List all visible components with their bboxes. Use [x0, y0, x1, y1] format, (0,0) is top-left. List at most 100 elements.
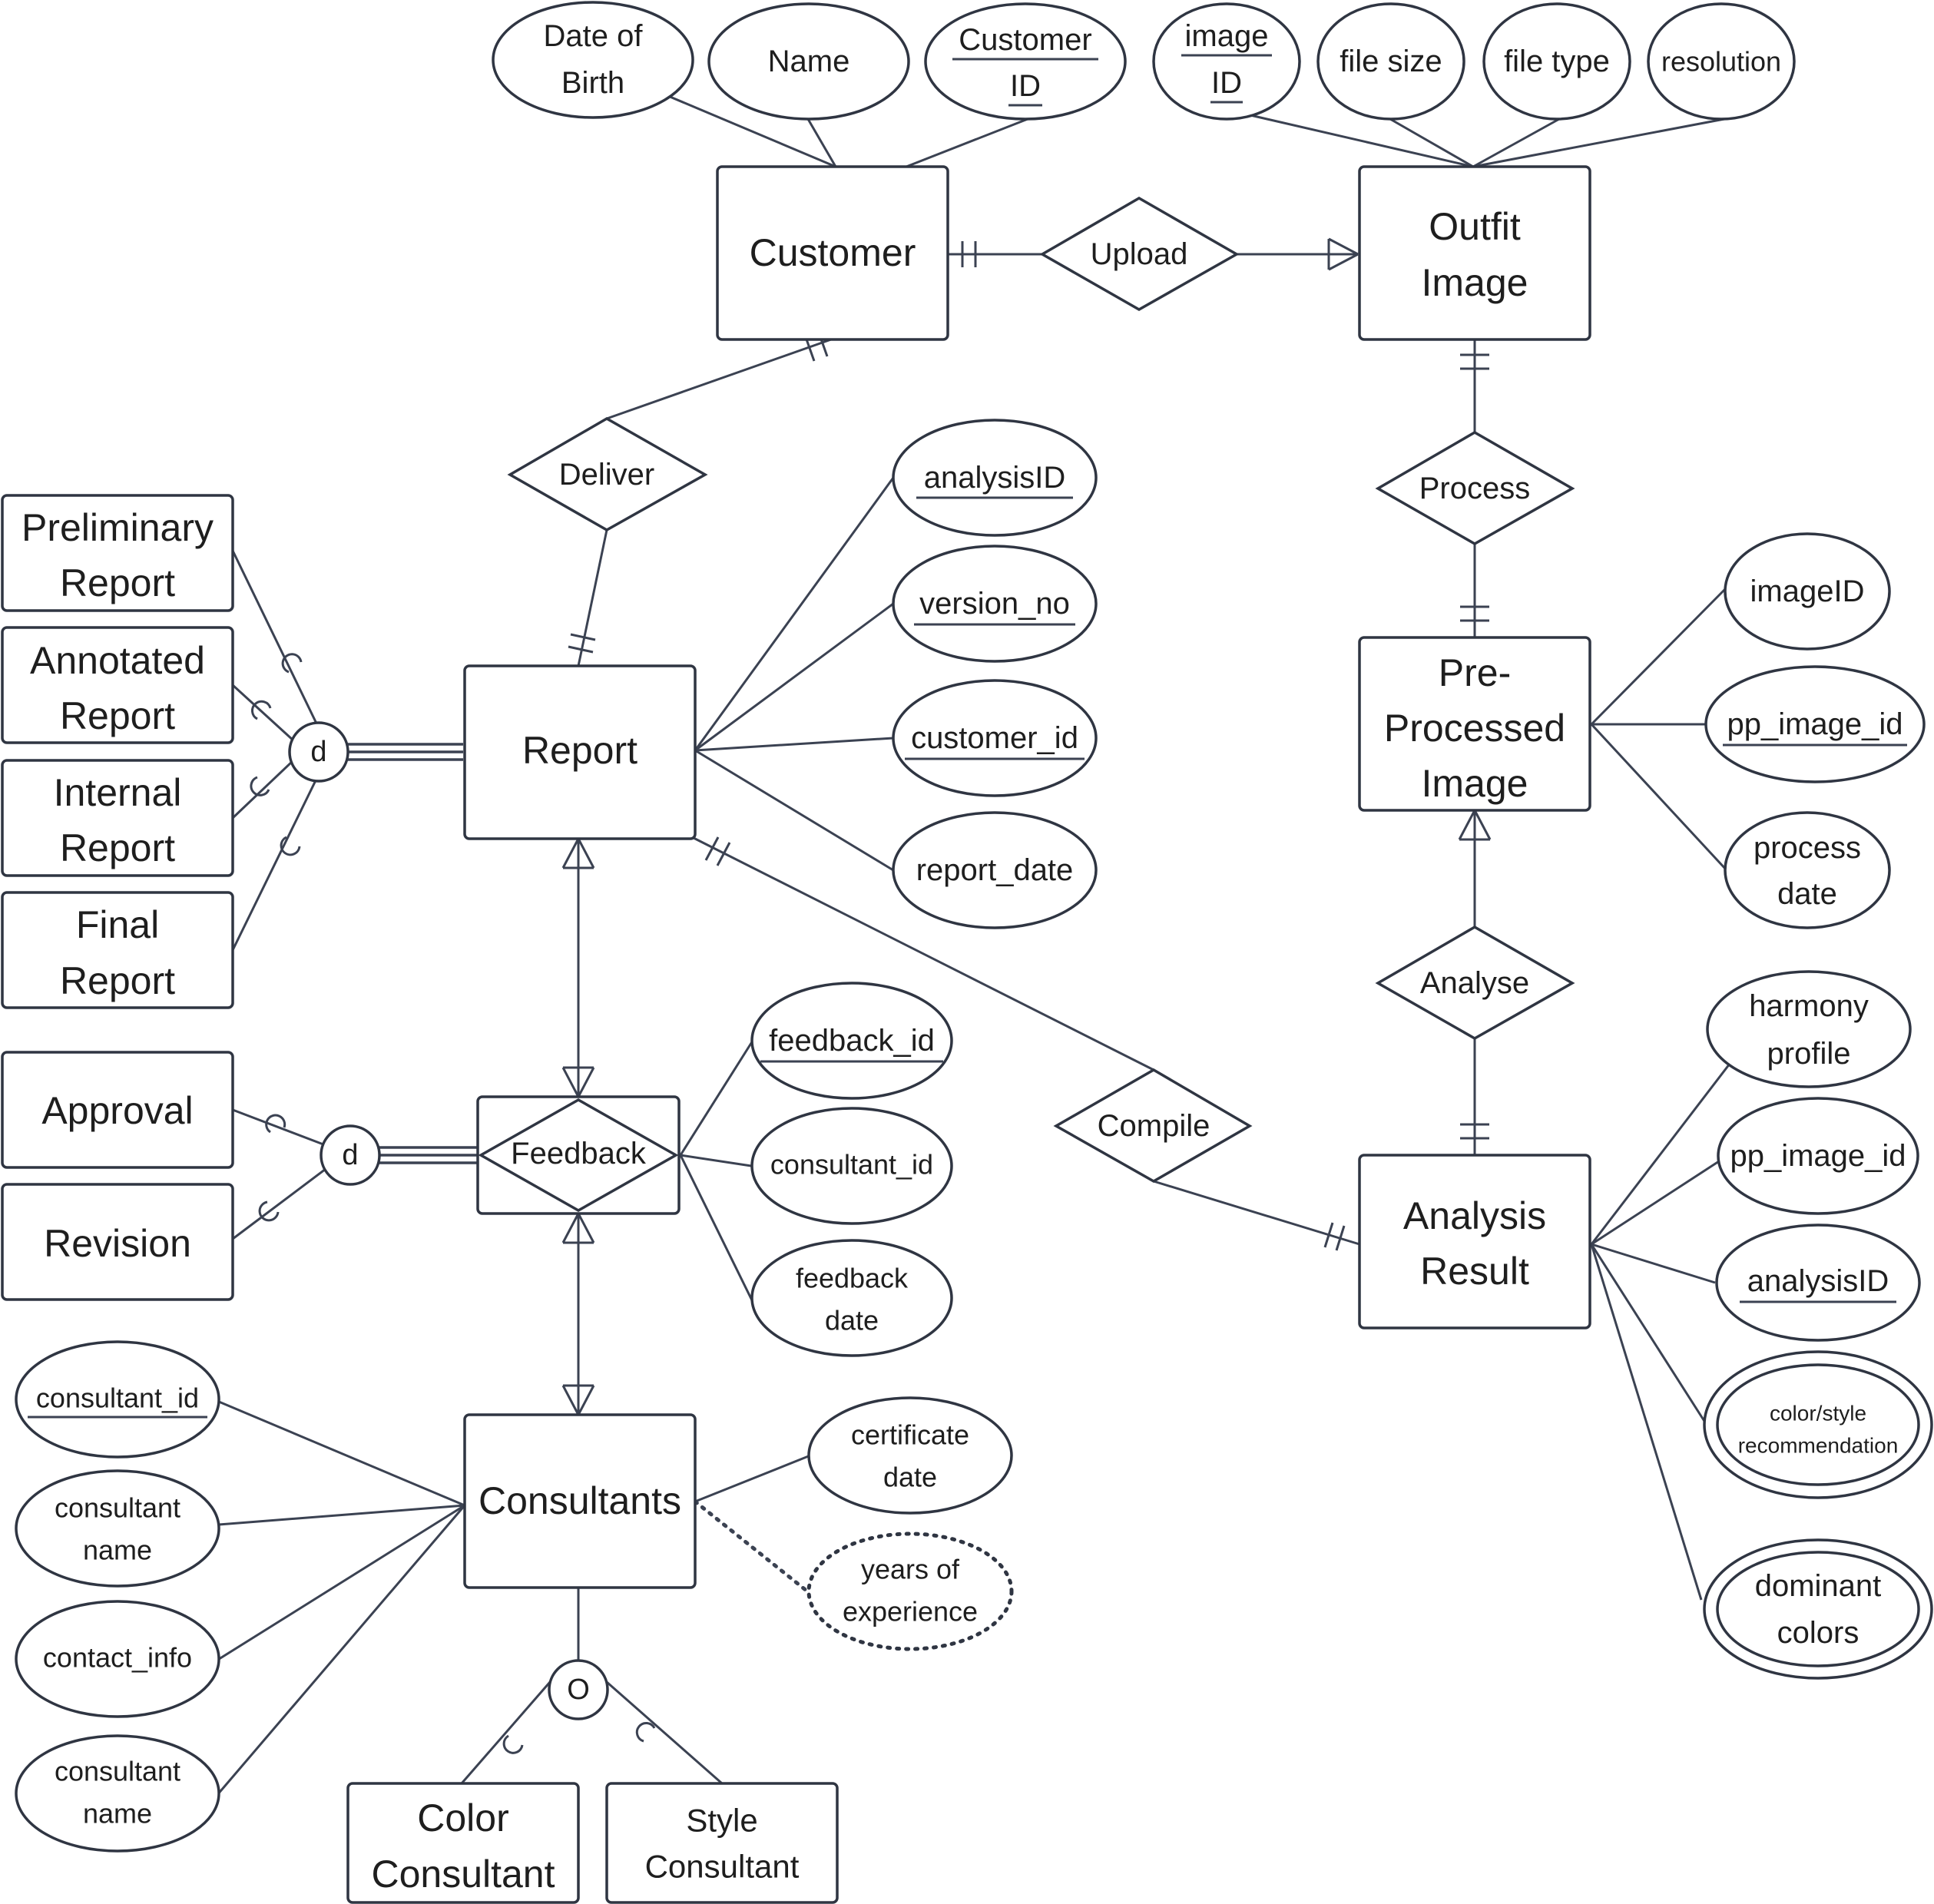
color-consultant-label-line2: Consultant [371, 1853, 555, 1896]
attr-name: Name [707, 2, 910, 121]
deliver-relationship[interactable]: Deliver [507, 416, 708, 532]
analysis-result-entity[interactable]: Analysis Result [1358, 1154, 1591, 1329]
style-consultant-entity[interactable]: Style Consultant [605, 1782, 839, 1904]
internal-report-label-line2: Report [60, 826, 175, 869]
attr-harmony-profile-line2: profile [1767, 1037, 1851, 1071]
color-consultant-entity[interactable]: Color Consultant [346, 1782, 580, 1904]
revision-entity-label: Revision [44, 1222, 191, 1265]
attr-process-date-line2: date [1777, 877, 1837, 911]
consultants-overlap-circle: O [548, 1659, 609, 1720]
deliver-label: Deliver [559, 458, 654, 492]
attr-process-date: process date [1724, 811, 1891, 929]
attr-feedback-consultant-id-label: consultant_id [770, 1149, 933, 1180]
attr-ar-pp-image-id: pp_image_id [1717, 1097, 1919, 1215]
attr-resolution-label: resolution [1661, 46, 1781, 78]
attr-feedback-date: feedback date [750, 1239, 953, 1357]
report-entity[interactable]: Report [463, 664, 697, 840]
attr-years-of-experience-line2: experience [843, 1596, 978, 1628]
attr-process-date-line1: process [1754, 831, 1861, 865]
attr-contact-info: contact_info [15, 1600, 220, 1718]
attr-color-style-line1: color/style [1770, 1402, 1866, 1426]
analyse-relationship[interactable]: Analyse [1375, 925, 1575, 1041]
pre-processed-label-line1: Pre- [1439, 651, 1511, 694]
compile-relationship[interactable]: Compile [1053, 1068, 1253, 1184]
pre-processed-image-entity[interactable]: Pre- Processed Image [1358, 636, 1591, 812]
internal-report-entity[interactable]: Internal Report [1, 759, 234, 877]
attr-dominant-colors-line2: colors [1777, 1616, 1859, 1650]
final-report-entity[interactable]: Final Report [1, 891, 234, 1009]
attr-consultant-name-1-line1: consultant [55, 1492, 180, 1524]
attr-version-no-key: version_no [892, 545, 1098, 663]
attr-version-no-label: version_no [919, 587, 1070, 621]
attr-dominant-colors-line1: dominant [1755, 1569, 1882, 1603]
attr-dominant-colors-multivalued: dominant colors [1703, 1538, 1933, 1680]
attr-certificate-date-line1: certificate [851, 1419, 969, 1451]
approval-entity[interactable]: Approval [1, 1051, 234, 1169]
color-consultant-label-line1: Color [417, 1796, 508, 1839]
attr-report-analysis-id-key: analysisID [892, 419, 1098, 537]
final-report-label-line1: Final [76, 903, 159, 946]
feedback-label: Feedback [511, 1137, 647, 1171]
attr-customer-id-line1: Customer [959, 23, 1091, 57]
report-disjoint-circle: d [288, 721, 349, 783]
attr-name-label: Name [768, 45, 850, 78]
analysis-result-label-line2: Result [1420, 1250, 1529, 1293]
consultants-entity-label: Consultants [479, 1479, 681, 1522]
style-consultant-label-line2: Consultant [645, 1849, 800, 1885]
attr-resolution: resolution [1647, 2, 1796, 121]
attr-ar-analysis-id-key: analysisID [1715, 1224, 1921, 1342]
annotated-report-label-line1: Annotated [30, 639, 205, 682]
internal-report-label-line1: Internal [54, 771, 182, 814]
preliminary-report-label-line2: Report [60, 561, 175, 604]
attr-report-date-label: report_date [916, 853, 1074, 887]
attr-certificate-date-line2: date [883, 1462, 937, 1493]
attr-file-type-label: file type [1504, 45, 1610, 78]
report-disjoint-label: d [310, 736, 326, 768]
attr-pp-image-id-plain: imageID [1724, 532, 1891, 651]
process-relationship[interactable]: Process [1375, 430, 1575, 546]
attr-feedback-id-label: feedback_id [769, 1024, 935, 1058]
consultants-entity[interactable]: Consultants [463, 1413, 697, 1589]
attr-harmony-profile: harmony profile [1706, 970, 1912, 1088]
attr-consultant-name-2-line2: name [83, 1798, 152, 1829]
annotated-report-entity[interactable]: Annotated Report [1, 626, 234, 744]
attr-feedback-id-key: feedback_id [750, 982, 953, 1100]
preliminary-report-entity[interactable]: Preliminary Report [1, 494, 234, 612]
attr-feedback-date-line2: date [825, 1305, 879, 1336]
attr-feedback-date-line1: feedback [796, 1263, 909, 1294]
attr-consultant-name-2: consultant name [15, 1734, 220, 1853]
feedback-disjoint-label: d [342, 1139, 358, 1171]
pre-processed-label-line3: Image [1422, 762, 1528, 805]
attr-feedback-consultant-id: consultant_id [750, 1107, 953, 1225]
attr-harmony-profile-line1: harmony [1749, 989, 1869, 1023]
annotated-report-label-line2: Report [60, 694, 175, 737]
attr-ar-analysis-id-label: analysisID [1747, 1264, 1889, 1298]
customer-entity[interactable]: Customer [716, 165, 949, 341]
customer-entity-label: Customer [750, 231, 916, 274]
attr-ar-pp-image-id-label: pp_image_id [1730, 1139, 1906, 1173]
attr-color-style-recommendation-multivalued: color/style recommendation [1703, 1350, 1933, 1499]
upload-relationship[interactable]: Upload [1039, 196, 1240, 312]
attr-consultant-name-1-line2: name [83, 1535, 152, 1566]
attr-consultant-id-key: consultant_id [15, 1340, 220, 1459]
attr-date-of-birth-line2: Birth [561, 66, 624, 100]
attr-certificate-date: certificate date [807, 1396, 1013, 1515]
attr-image-id-key: image ID [1152, 2, 1301, 121]
attr-color-style-line2: recommendation [1738, 1434, 1899, 1458]
feedback-relationship[interactable]: Feedback [478, 1098, 679, 1213]
process-label: Process [1419, 472, 1531, 505]
attr-image-id-line2: ID [1211, 66, 1242, 100]
attr-date-of-birth-line1: Date of [544, 19, 644, 53]
attr-customer-id-key: Customer ID [924, 2, 1127, 121]
analyse-label: Analyse [1420, 966, 1529, 1000]
outfit-image-label-line1: Outfit [1429, 205, 1521, 248]
final-report-label-line2: Report [60, 959, 175, 1002]
revision-entity[interactable]: Revision [1, 1183, 234, 1301]
outfit-image-label-line2: Image [1422, 261, 1528, 304]
attr-consultant-id-label: consultant_id [36, 1382, 199, 1414]
attr-image-id-line1: image [1185, 19, 1269, 53]
approval-entity-label: Approval [41, 1089, 193, 1132]
outfit-image-entity[interactable]: Outfit Image [1358, 165, 1591, 341]
attr-years-of-experience-line1: years of [861, 1554, 960, 1585]
